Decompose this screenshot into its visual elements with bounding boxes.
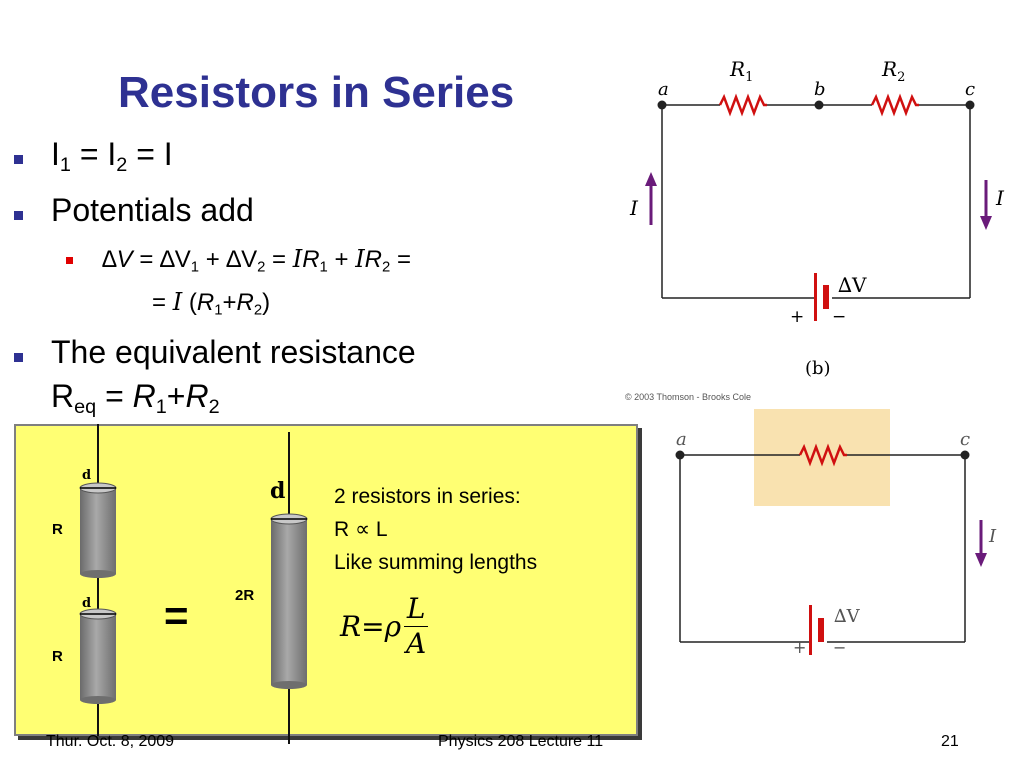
node-c-dot [960, 450, 970, 460]
current-label-right: I [995, 186, 1005, 210]
bullet-potentials: Potentials add [51, 192, 254, 228]
footer-course: Physics 208 Lecture 11 [438, 733, 604, 750]
sub-bullet-voltage-sum: ∆V = ∆V1 + ∆V2 = IR1 + IR2 = [102, 245, 411, 276]
equivalent-resistance-formula: Req = R1+R2 [51, 378, 220, 418]
series-notes: 2 resistors in series: R ∝ L Like summin… [334, 480, 537, 579]
resistance-label-2r: 2R [235, 587, 254, 604]
sub-bullet-marker [66, 257, 73, 264]
node-c-dot [965, 100, 975, 110]
highlight-box [754, 409, 890, 506]
bullet-marker [14, 155, 23, 164]
figure-caption: (b) [805, 358, 831, 379]
resistivity-formula: R = ρ L A [340, 592, 429, 661]
resistor-cylinder-top [79, 482, 117, 578]
resistance-label-bottom: R [52, 648, 63, 665]
slide-title: Resistors in Series [118, 68, 515, 117]
battery-icon [814, 273, 829, 321]
node-a-label: a [676, 429, 687, 450]
battery-plus: + [793, 638, 806, 657]
battery-plus: + [790, 307, 804, 327]
r2-label: R2 [881, 57, 905, 85]
footer-date: Thur. Oct. 8, 2009 [46, 733, 175, 750]
equivalent-circuit-diagram: a c I ∆V + − [675, 409, 997, 657]
current-label-left: I [629, 196, 639, 220]
note-proportional: R ∝ L [334, 518, 388, 541]
resistor-r2-icon [870, 93, 919, 117]
diameter-label-long: d [270, 478, 285, 504]
r1-label: R1 [729, 57, 753, 85]
cylinder-illustration: d d d R R 2R = [52, 424, 308, 744]
current-arrow-up-icon [645, 172, 657, 225]
sub-bullet-voltage-sum-cont: = I (R1+R2) [152, 288, 271, 319]
current-arrow-down-icon [975, 520, 987, 567]
resistor-length-panel [14, 424, 638, 736]
bullet-currents: I1 = I2 = I [51, 136, 173, 176]
battery-label: ∆V [834, 606, 861, 627]
battery-icon [809, 605, 824, 655]
resistance-label-top: R [52, 521, 63, 538]
note-summing: Like summing lengths [334, 551, 538, 574]
battery-label: ∆V [838, 273, 867, 297]
node-a-label: a [658, 79, 669, 100]
node-a-dot [657, 100, 667, 110]
resistor-cylinder-bottom [79, 608, 117, 704]
bullet-equivalent: The equivalent resistance [51, 334, 416, 370]
node-b-label: b [814, 79, 826, 100]
battery-minus: − [832, 307, 846, 327]
resistor-cylinder-long [270, 513, 308, 689]
copyright-text: © 2003 Thomson - Brooks Cole [625, 392, 751, 400]
resistor-r1-icon [718, 93, 767, 117]
equals-sign: = [164, 592, 189, 639]
current-label: I [988, 526, 997, 547]
series-circuit-diagram: a b c R1 R2 I I ∆V + − (b) © 2003 Thomso… [625, 57, 1005, 400]
current-arrow-down-icon [980, 180, 992, 230]
node-a-dot [675, 450, 685, 460]
node-c-label: c [965, 79, 975, 100]
battery-minus: − [833, 638, 846, 657]
slide-number: 21 [941, 733, 959, 750]
node-c-label: c [960, 429, 970, 450]
bullet-marker [14, 211, 23, 220]
bullet-marker [14, 353, 23, 362]
diameter-label-top: d [82, 468, 91, 483]
equivalent-resistor-icon [798, 443, 847, 467]
diameter-label-bottom: d [82, 596, 91, 611]
note-series: 2 resistors in series: [334, 485, 521, 508]
node-b-dot [814, 100, 824, 110]
